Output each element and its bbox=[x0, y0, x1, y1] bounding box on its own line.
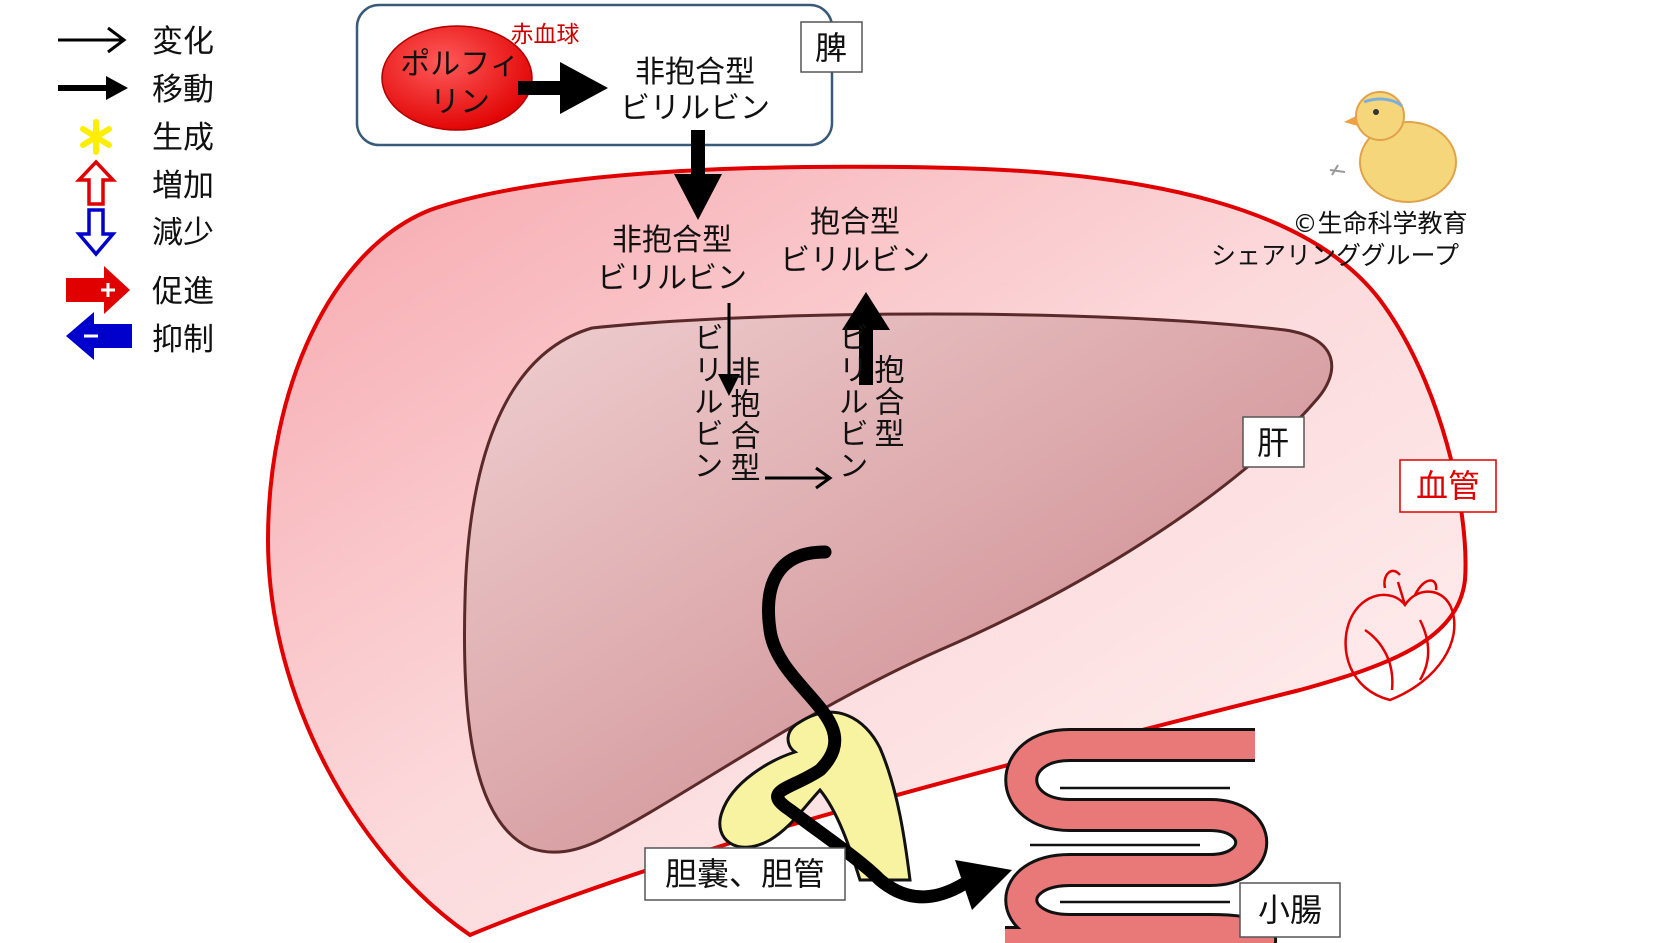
porphyrin-line1: ポルフィ bbox=[400, 47, 519, 82]
liver-to-blood-arrow bbox=[842, 292, 890, 385]
legend-decrease-label: 減少 bbox=[152, 215, 214, 251]
credit-line1: ©生命科学教育 bbox=[1292, 209, 1467, 238]
legend-promote-label: 促進 bbox=[152, 274, 214, 310]
gallbladder-label-box bbox=[644, 847, 846, 901]
asterisk-icon bbox=[80, 119, 112, 155]
increase-arrow-icon bbox=[74, 159, 118, 206]
liver-shape bbox=[462, 312, 1334, 854]
spleen-label-box bbox=[800, 21, 863, 73]
gallbladder-shape bbox=[718, 710, 912, 882]
spleen-unconj-line1: 非抱合型 bbox=[635, 55, 755, 90]
small-intestine bbox=[1004, 728, 1277, 943]
bile-flow-outline bbox=[767, 550, 971, 899]
spleen-to-blood-arrow bbox=[674, 130, 722, 220]
spleen-unconj-line2: ビリルビン bbox=[620, 91, 770, 126]
liver-unconj-vertical: 非抱合型 ビリルビン bbox=[688, 322, 761, 484]
duck-logo-icon bbox=[1329, 91, 1457, 203]
red-blood-cell bbox=[381, 25, 533, 131]
blood-unconj-line1: 非抱合型 bbox=[612, 223, 732, 258]
liver-conj-vertical: 抱合型 ビリルビン bbox=[833, 322, 905, 482]
blood-conj-line1: 抱合型 bbox=[810, 205, 900, 240]
move-arrow-icon bbox=[58, 76, 128, 100]
legend: 変化 移動 生成 増加 減少 促進 抑制 bbox=[58, 24, 214, 360]
legend-generate-label: 生成 bbox=[152, 120, 214, 156]
legend-increase-label: 増加 bbox=[152, 168, 214, 204]
spleen-label: 脾 bbox=[815, 29, 847, 67]
blood-label: 血管 bbox=[1416, 467, 1480, 505]
rbc-label: 赤血球 bbox=[511, 22, 580, 48]
blood-conj-line2: ビリルビン bbox=[780, 243, 930, 278]
intestine-label: 小腸 bbox=[1258, 891, 1322, 929]
liver-label-box bbox=[1242, 416, 1305, 468]
liver-change-arrow bbox=[765, 466, 833, 490]
liver-label: 肝 bbox=[1257, 424, 1289, 462]
legend-move-label: 移動 bbox=[152, 72, 214, 108]
promote-arrow-icon bbox=[66, 266, 130, 314]
liver-conj-col2: ビリルビン bbox=[833, 322, 868, 482]
legend-suppress-label: 抑制 bbox=[152, 322, 214, 358]
blood-to-liver-arrow bbox=[718, 303, 740, 396]
gallbladder-label: 胆嚢、胆管 bbox=[665, 855, 825, 893]
spleen-move-arrow bbox=[518, 62, 608, 114]
liver-unconj-col1: 非抱合型 bbox=[725, 356, 761, 484]
legend-change-label: 変化 bbox=[152, 24, 214, 60]
heart-icon bbox=[1344, 569, 1456, 702]
liver-unconj-col2: ビリルビン bbox=[688, 322, 723, 482]
bile-to-intestine-arrowhead bbox=[955, 860, 1012, 910]
change-arrow-icon bbox=[58, 26, 127, 54]
intestine-label-box bbox=[1239, 882, 1341, 938]
credit-line2: シェアリンググループ bbox=[1211, 241, 1459, 270]
porphyrin-line2: リン bbox=[430, 85, 490, 120]
suppress-arrow-icon bbox=[66, 312, 132, 360]
blood-label-box bbox=[1399, 459, 1497, 513]
blood-unconj-line2: ビリルビン bbox=[597, 261, 747, 296]
decrease-arrow-icon bbox=[75, 208, 117, 257]
liver-conj-col1: 抱合型 bbox=[869, 354, 905, 450]
